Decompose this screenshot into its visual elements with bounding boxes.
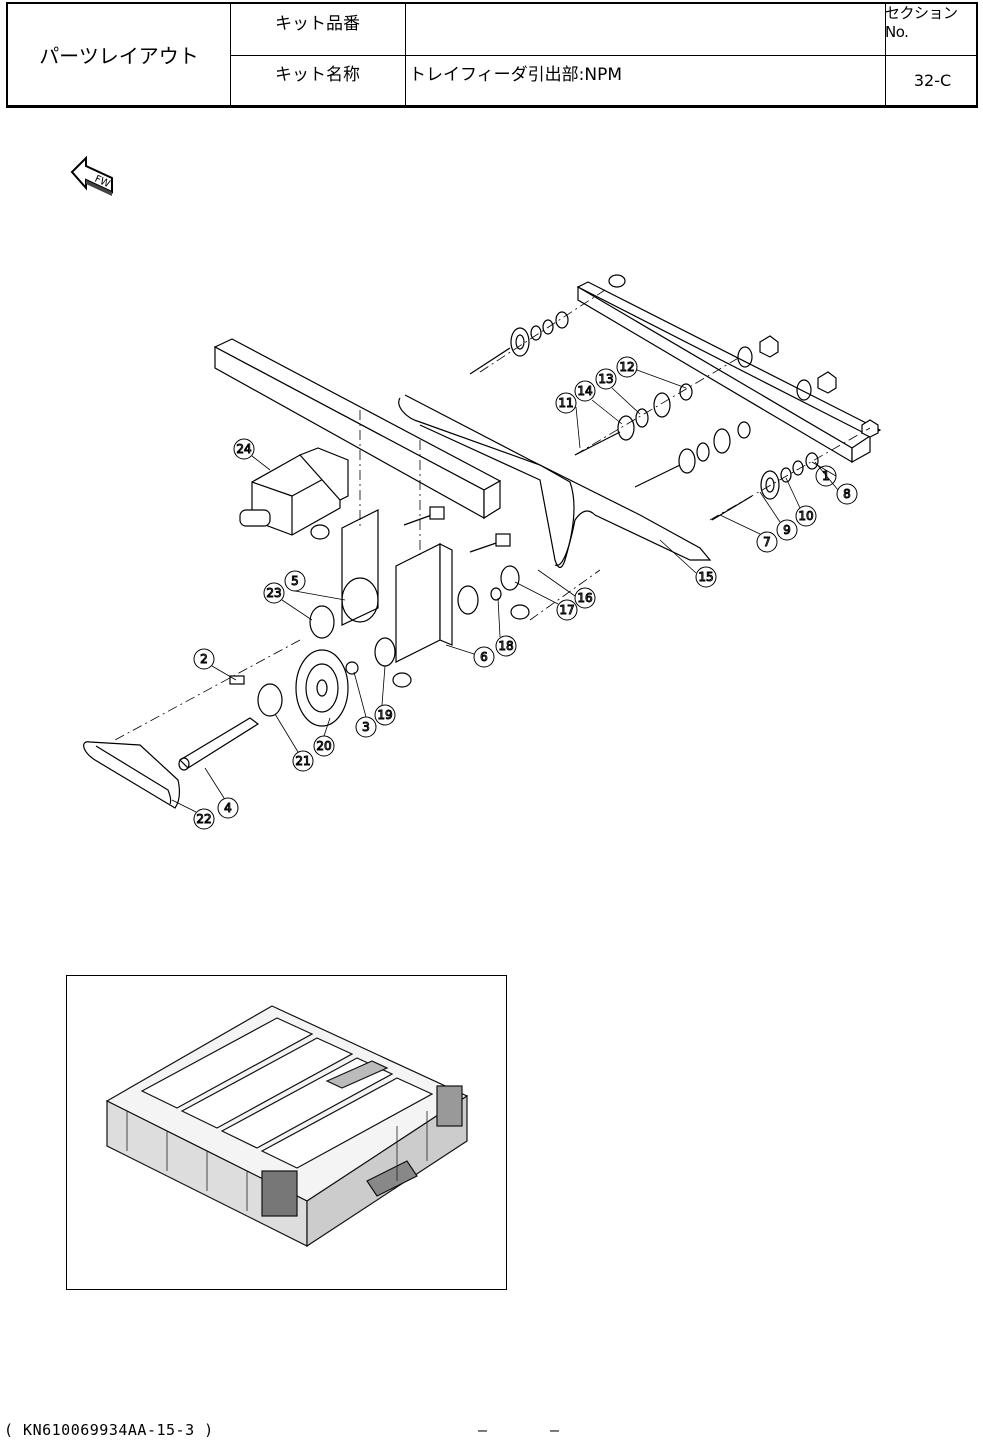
callout-18: 18	[496, 636, 516, 656]
svg-text:5: 5	[291, 574, 299, 588]
callout-19: 19	[375, 705, 395, 725]
svg-text:18: 18	[498, 639, 513, 653]
callout-13: 13	[596, 369, 616, 389]
callout-10: 10	[796, 506, 816, 526]
svg-text:8: 8	[843, 487, 851, 501]
svg-text:23: 23	[266, 586, 281, 600]
svg-text:20: 20	[316, 739, 331, 753]
callout-7: 7	[757, 532, 777, 552]
svg-text:2: 2	[200, 652, 208, 666]
callout-11: 11	[556, 393, 576, 413]
svg-text:7: 7	[763, 535, 771, 549]
callout-12: 12	[617, 357, 637, 377]
document-code: ( KN610069934AA-15-3 )	[4, 1421, 214, 1439]
callout-5: 5	[285, 571, 305, 591]
svg-text:12: 12	[619, 360, 634, 374]
svg-text:9: 9	[783, 523, 791, 537]
svg-text:17: 17	[559, 603, 574, 617]
assembly-photo-frame	[66, 975, 507, 1290]
svg-text:3: 3	[362, 720, 370, 734]
svg-text:21: 21	[295, 754, 310, 768]
svg-text:22: 22	[196, 812, 211, 826]
svg-text:13: 13	[598, 372, 613, 386]
callout-23: 23	[264, 583, 284, 603]
callout-15: 15	[696, 567, 716, 587]
callout-21: 21	[293, 751, 313, 771]
callout-16: 16	[575, 588, 595, 608]
callout-20: 20	[314, 736, 334, 756]
assembly-illustration	[67, 976, 505, 1288]
svg-text:4: 4	[224, 801, 232, 815]
svg-text:6: 6	[480, 650, 488, 664]
svg-text:14: 14	[577, 384, 592, 398]
svg-text:10: 10	[798, 509, 813, 523]
svg-text:19: 19	[377, 708, 392, 722]
callout-17: 17	[557, 600, 577, 620]
callout-22: 22	[194, 809, 214, 829]
svg-text:15: 15	[698, 570, 713, 584]
callout-3: 3	[356, 717, 376, 737]
callout-layer: 1 2 3 4 5 6 7 8 9 10 11 12 13 14 15 16 1…	[0, 0, 983, 900]
page-number-dash-left: –	[478, 1421, 487, 1439]
callout-6: 6	[474, 647, 494, 667]
callout-4: 4	[218, 798, 238, 818]
svg-text:16: 16	[577, 591, 592, 605]
page-number-dash-right: –	[550, 1421, 559, 1439]
callout-2: 2	[194, 649, 214, 669]
svg-text:11: 11	[558, 396, 573, 410]
callout-14: 14	[575, 381, 595, 401]
callout-8: 8	[837, 484, 857, 504]
callout-24: 24	[234, 439, 254, 459]
callout-9: 9	[777, 520, 797, 540]
svg-text:24: 24	[236, 442, 251, 456]
